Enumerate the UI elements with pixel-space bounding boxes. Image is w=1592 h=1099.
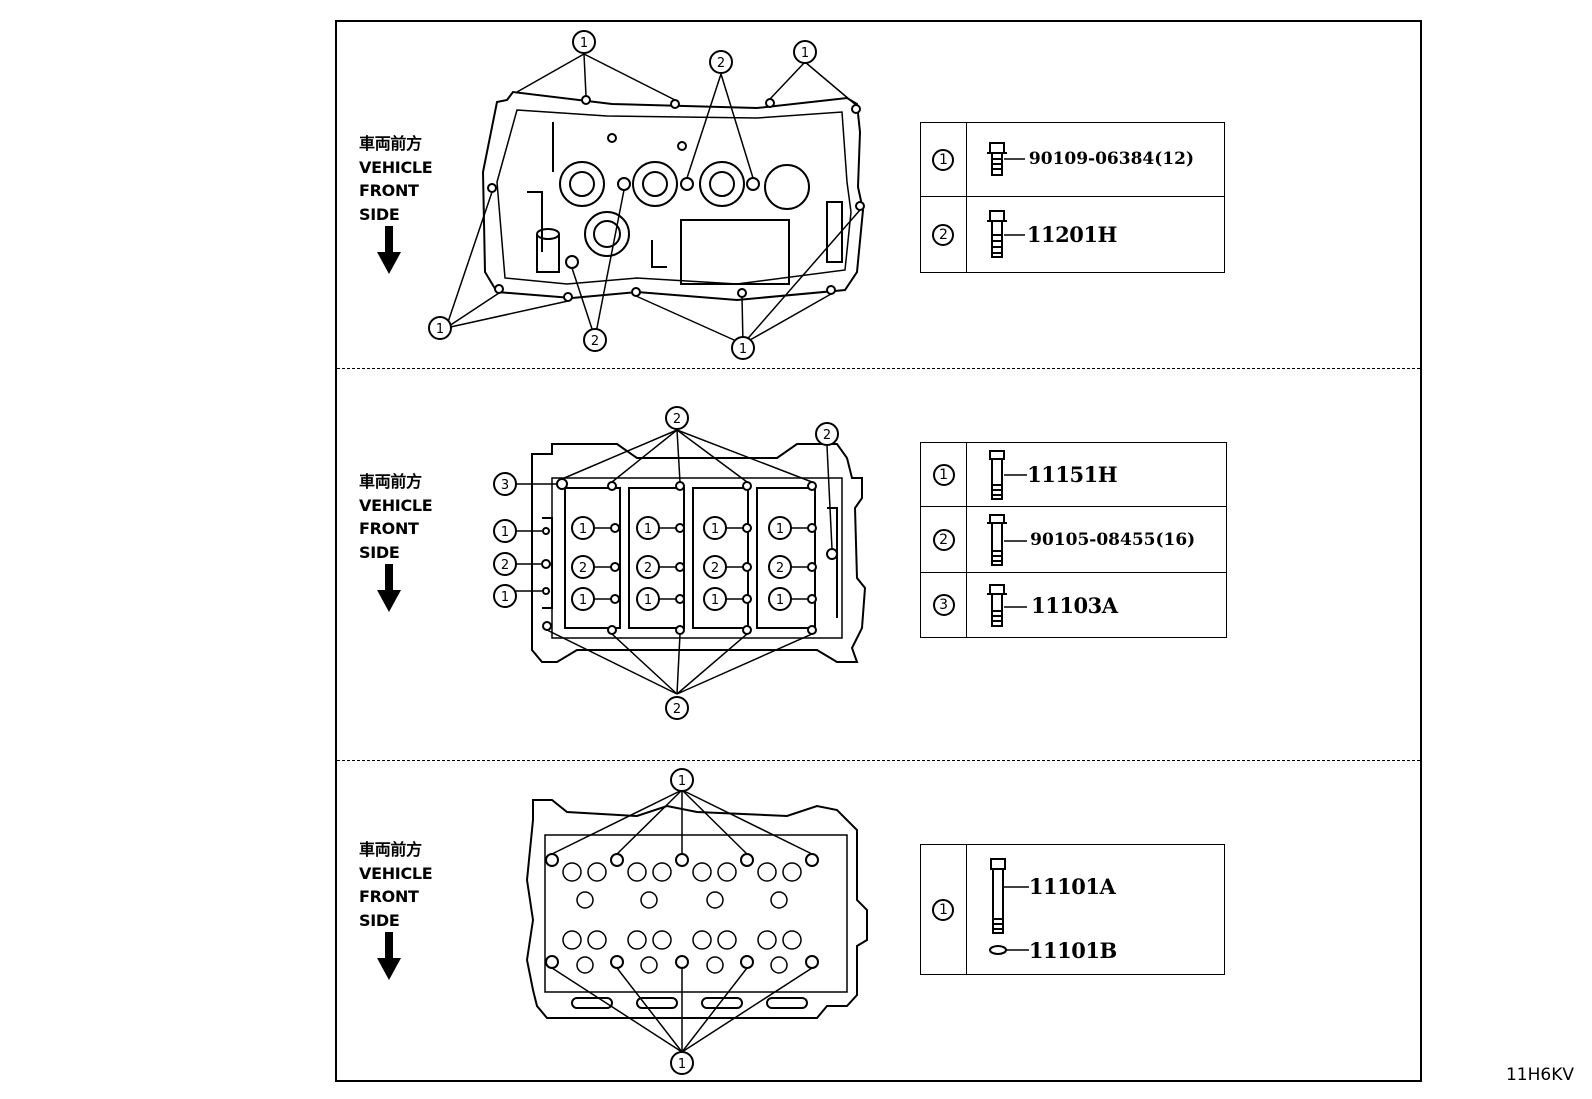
callout-1-marker: 1 [768,587,792,611]
flange-bolt-icon [986,142,1025,176]
vehicle-front-side-label: 車両前方 VEHICLE FRONT SIDE [359,840,433,930]
callout-2-marker: 2 [571,555,595,579]
part-number: 11101A [1028,874,1116,899]
table-row: 2 90105-08455(16) [919,506,1227,573]
callout-2-marker: 2 [636,555,660,579]
callout-2-marker: 2 [665,406,689,430]
callout-1-marker: 1 [768,516,792,540]
callout-3-label: 3 [932,594,955,616]
callout-1-label: 1 [932,898,955,921]
callout-2-marker: 2 [665,696,689,720]
svg-text:1: 1 [644,522,652,537]
svg-text:1: 1 [579,593,587,608]
callout-1-marker: 1 [793,40,817,64]
part-number: 90105-08455(16) [1030,530,1196,550]
svg-text:1: 1 [678,1057,686,1072]
down-arrow-icon [377,226,401,274]
callout-markers: 2 2 3 1 2 1 1 2 1 1 2 1 1 2 1 1 2 1 2 [493,406,839,720]
part-number: 90109-06384(12) [1028,149,1194,169]
svg-text:2: 2 [591,334,599,349]
cylinder-block-drawing: 2 2 3 1 2 1 1 2 1 1 2 1 1 2 1 1 2 1 2 [493,406,867,720]
callout-1-marker: 1 [670,1051,694,1075]
svg-text:1: 1 [579,522,587,537]
callout-1-marker: 1 [571,587,595,611]
svg-text:1: 1 [678,774,686,789]
callout-1-label: 1 [932,463,955,486]
svg-text:1: 1 [801,46,809,61]
callout-2-marker: 2 [768,555,792,579]
callout-1-marker: 1 [572,30,596,54]
callout-3-marker: 3 [493,472,517,496]
illustration-code: 11H6KV [1505,1065,1574,1085]
svg-text:1: 1 [436,322,444,337]
callout-1-marker: 1 [636,587,660,611]
oil-pan-drawing: 1 1 2 1 2 1 [428,30,865,360]
svg-text:2: 2 [673,412,681,427]
down-arrow-icon [377,564,401,612]
callout-1-marker: 1 [428,316,452,340]
flange-bolt-icon [987,584,1028,627]
cylinder-head-drawing: 1 1 [525,768,868,1075]
table-row: 3 11103A [919,572,1227,638]
down-arrow-icon [377,932,401,980]
svg-text:1: 1 [501,525,509,540]
callout-1-marker: 1 [493,519,517,543]
callout-markers: 1 1 2 1 2 1 [428,30,817,360]
svg-text:1: 1 [501,590,509,605]
callout-2-marker: 2 [709,50,733,74]
table-row: 1 11151H [919,442,1227,507]
table-row: 1 90109-06384(12) [920,122,1226,197]
svg-text:2: 2 [579,561,587,576]
svg-text:1: 1 [644,593,652,608]
svg-text:1: 1 [776,593,784,608]
section-divider [337,760,1420,761]
table-row: 2 11201H [920,196,1226,273]
svg-text:1: 1 [711,522,719,537]
callout-1-marker: 1 [670,768,694,792]
callout-2-marker: 2 [493,552,517,576]
callout-1-marker: 1 [731,336,755,360]
callout-1-marker: 1 [703,587,727,611]
callout-1-marker: 1 [703,516,727,540]
svg-text:2: 2 [644,561,652,576]
parts-table-section-3: 1 11101A 11101B [920,844,1226,975]
table-row: 1 11101A 11101B [920,844,1226,975]
svg-text:2: 2 [717,56,725,71]
flange-bolt-icon [986,210,1025,258]
callout-2-marker: 2 [583,328,607,352]
callout-2-marker: 2 [815,422,839,446]
callout-markers: 1 1 [670,768,694,1075]
svg-text:3: 3 [501,478,509,493]
svg-text:2: 2 [823,428,831,443]
flange-bolt-icon [987,514,1028,566]
vehicle-front-side-label: 車両前方 VEHICLE FRONT SIDE [359,472,433,562]
svg-text:2: 2 [711,561,719,576]
callout-1-label: 1 [932,148,955,171]
hex-bolt-icon [989,450,1028,500]
svg-text:1: 1 [580,36,588,51]
svg-text:2: 2 [776,561,784,576]
callout-1-marker: 1 [493,584,517,608]
svg-text:2: 2 [501,558,509,573]
parts-table-section-1: 1 90109-06384(12) 2 11201H [920,122,1226,273]
svg-text:1: 1 [776,522,784,537]
svg-text:1: 1 [739,342,747,357]
part-number: 11103A [1031,593,1118,618]
callout-2-label: 2 [932,528,955,551]
callout-1-marker: 1 [571,516,595,540]
part-number: 11201H [1026,222,1117,247]
diagram-frame: 車両前方 VEHICLE FRONT SIDE [335,20,1422,1082]
callout-2-label: 2 [932,223,955,246]
part-number-washer: 11101B [1028,938,1117,963]
callout-1-marker: 1 [636,516,660,540]
parts-table-section-2: 1 11151H 2 90105-08455(16) 3 [919,442,1227,638]
svg-text:1: 1 [711,593,719,608]
vehicle-front-side-label: 車両前方 VEHICLE FRONT SIDE [359,134,433,224]
head-bolt-and-washer-icon [988,858,1029,955]
callout-2-marker: 2 [703,555,727,579]
section-divider [337,368,1420,369]
part-number: 11151H [1027,462,1118,487]
svg-text:2: 2 [673,702,681,717]
